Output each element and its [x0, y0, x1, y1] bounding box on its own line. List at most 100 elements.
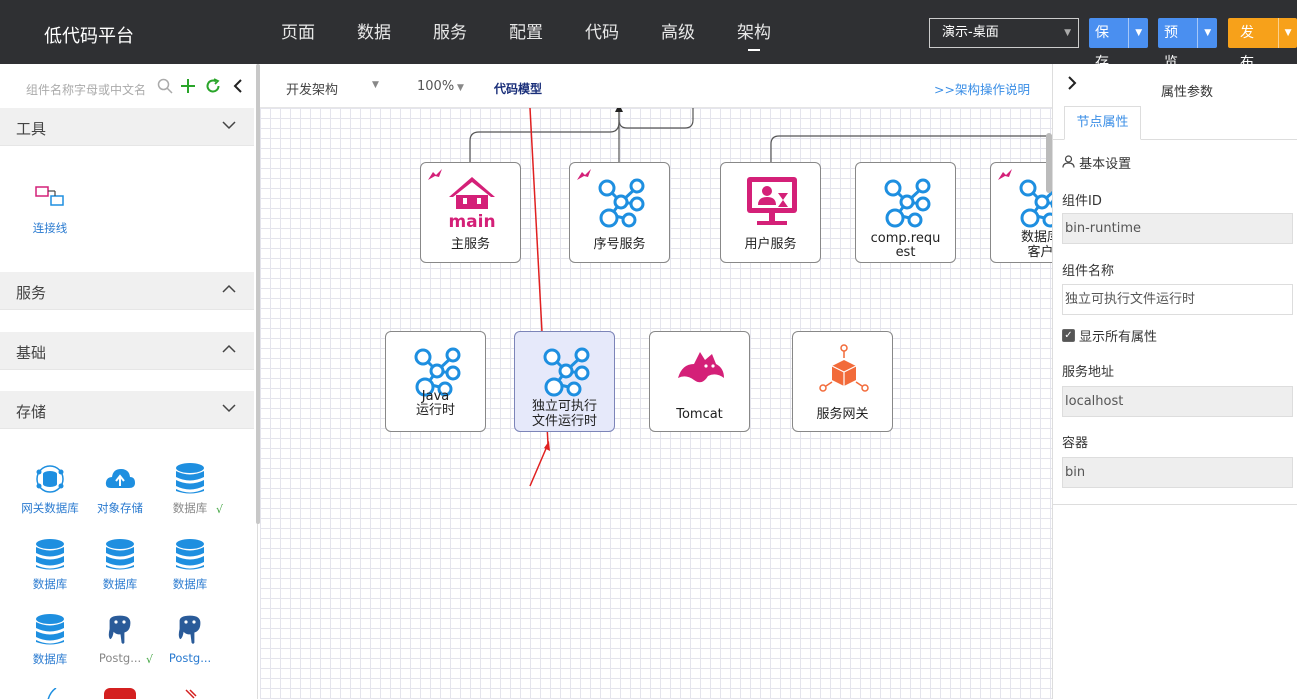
publish-dropdown-icon[interactable]: ▼	[1278, 18, 1297, 48]
node-tomcat[interactable]: Tomcat	[649, 331, 750, 432]
zoom-value: 100%	[417, 79, 455, 94]
canvas-scrollbar[interactable]	[1046, 133, 1052, 193]
molecule-icon	[537, 342, 595, 400]
molecule-icon	[878, 173, 936, 231]
section-services[interactable]: 服务	[0, 272, 254, 310]
zoom-select[interactable]: 100% ▼	[417, 79, 464, 94]
storage-item-label: 数据库	[172, 501, 208, 515]
node-main-service[interactable]: main 主服务	[420, 162, 521, 263]
main-house-icon: main	[448, 177, 496, 231]
tomcat-icon	[678, 352, 724, 383]
collapse-left-icon[interactable]	[232, 78, 244, 99]
properties-title: 属性参数	[1161, 85, 1214, 100]
database-icon	[103, 538, 137, 572]
badge-icon	[426, 168, 444, 182]
save-button[interactable]: 保存 ▼	[1089, 18, 1148, 71]
nav-item-config[interactable]: 配置	[509, 23, 543, 43]
postgres-icon	[173, 613, 207, 647]
check-icon: √	[146, 653, 154, 666]
publish-button[interactable]: 发布 ▼	[1228, 18, 1297, 71]
publish-button-label: 发布	[1240, 25, 1254, 71]
node-label: 运行时	[415, 403, 455, 418]
connector-icon	[33, 182, 67, 216]
service-address-field[interactable]: localhost	[1062, 386, 1293, 417]
storage-item-database[interactable]: 数据库	[15, 538, 85, 592]
nav-item-advanced[interactable]: 高级	[661, 23, 695, 43]
storage-item-partial[interactable]	[184, 688, 198, 699]
code-model-link[interactable]: 代码模型	[494, 82, 543, 96]
service-address-label: 服务地址	[1062, 365, 1115, 380]
show-all-label: 显示所有属性	[1079, 330, 1158, 345]
search-icon[interactable]	[157, 78, 173, 99]
show-all-properties[interactable]: ✓ 显示所有属性	[1062, 326, 1157, 345]
component-search-input[interactable]: 组件名称字母或中文名	[26, 83, 147, 97]
storage-item-postgres[interactable]: Postg...	[85, 613, 155, 665]
node-binary-runtime[interactable]: 独立可执行 文件运行时	[514, 331, 615, 432]
chevron-up-icon	[222, 344, 236, 353]
node-java-runtime[interactable]: Java 运行时	[385, 331, 486, 432]
section-storage[interactable]: 存储	[0, 391, 254, 429]
storage-item-partial[interactable]	[44, 687, 58, 699]
section-services-title: 服务	[16, 284, 47, 302]
nav-item-pages[interactable]: 页面	[281, 23, 315, 43]
collapse-right-icon[interactable]	[1067, 75, 1077, 94]
environment-select[interactable]: 演示-桌面 ▼	[929, 18, 1079, 48]
save-dropdown-icon[interactable]: ▼	[1128, 18, 1148, 48]
storage-item-database[interactable]: 数据库	[85, 538, 155, 592]
postgres-icon	[103, 613, 137, 647]
add-icon[interactable]	[180, 78, 196, 99]
node-database-client[interactable]: 数据库 客户	[990, 162, 1052, 263]
molecule-icon	[592, 173, 650, 231]
tool-item-connector[interactable]: 连接线	[15, 182, 85, 236]
properties-panel: 属性参数 节点属性 基本设置 组件ID bin-runtime 组件名称 独立可…	[1052, 64, 1297, 699]
nav-item-code[interactable]: 代码	[585, 23, 619, 43]
refresh-icon[interactable]	[205, 78, 221, 99]
component-id-field[interactable]: bin-runtime	[1062, 213, 1293, 244]
component-name-field[interactable]: 独立可执行文件运行时	[1062, 284, 1293, 315]
architecture-canvas[interactable]: main 主服务 序号服务 用户服务 comp.requ est	[260, 108, 1052, 699]
preview-button[interactable]: 预览 ▼	[1158, 18, 1217, 71]
storage-item-database[interactable]: 数据库	[155, 462, 225, 516]
section-tools[interactable]: 工具	[0, 108, 254, 146]
architecture-select[interactable]: 开发架构	[286, 83, 339, 98]
architecture-help-link[interactable]: >>架构操作说明	[934, 82, 1030, 97]
container-field[interactable]: bin	[1062, 457, 1293, 488]
section-storage-title: 存储	[16, 403, 47, 421]
storage-item-label: Postg...	[168, 651, 212, 665]
badge-icon	[575, 168, 593, 182]
storage-item-object-storage[interactable]: 对象存储	[85, 462, 155, 516]
storage-item-label: 网关数据库	[21, 501, 79, 515]
svg-text:main: main	[448, 212, 495, 231]
chevron-down-icon	[222, 121, 236, 130]
node-label: 文件运行时	[531, 414, 597, 429]
storage-item-partial[interactable]	[104, 688, 136, 699]
component-panel-scrollbar[interactable]	[256, 64, 260, 524]
section-basics[interactable]: 基础	[0, 332, 254, 370]
properties-header: 属性参数	[1053, 64, 1297, 108]
node-comp-request[interactable]: comp.requ est	[855, 162, 956, 263]
basic-settings-title: 基本设置	[1079, 157, 1132, 172]
nav-item-services[interactable]: 服务	[433, 23, 467, 43]
properties-tabs: 节点属性	[1053, 106, 1297, 140]
show-all-checkbox[interactable]: ✓	[1062, 329, 1075, 342]
node-sequence-service[interactable]: 序号服务	[569, 162, 670, 263]
nav-item-architecture[interactable]: 架构	[716, 0, 792, 64]
preview-dropdown-icon[interactable]: ▼	[1197, 18, 1217, 48]
storage-item-database[interactable]: 数据库	[155, 538, 225, 592]
basic-settings-section: 基本设置	[1062, 153, 1131, 172]
node-service-gateway[interactable]: 服务网关	[792, 331, 893, 432]
chevron-down-icon[interactable]: ▼	[372, 80, 379, 90]
tab-node-properties[interactable]: 节点属性	[1064, 106, 1141, 140]
node-user-service[interactable]: 用户服务	[720, 162, 821, 263]
storage-item-gateway-db[interactable]: 网关数据库	[15, 462, 85, 516]
node-label: 用户服务	[744, 237, 797, 252]
tool-item-label: 连接线	[32, 221, 68, 235]
storage-item-postgres[interactable]: Postg...	[155, 613, 225, 665]
canvas-toolbar: 开发架构 ▼ 100% ▼ 代码模型 >>架构操作说明	[260, 64, 1052, 108]
storage-item-label: 数据库	[102, 577, 138, 591]
chevron-up-icon	[222, 284, 236, 293]
storage-item-database[interactable]: 数据库	[15, 613, 85, 667]
node-label: 主服务	[450, 237, 490, 252]
nav-item-data[interactable]: 数据	[357, 23, 391, 43]
component-search: 组件名称字母或中文名	[0, 64, 256, 112]
